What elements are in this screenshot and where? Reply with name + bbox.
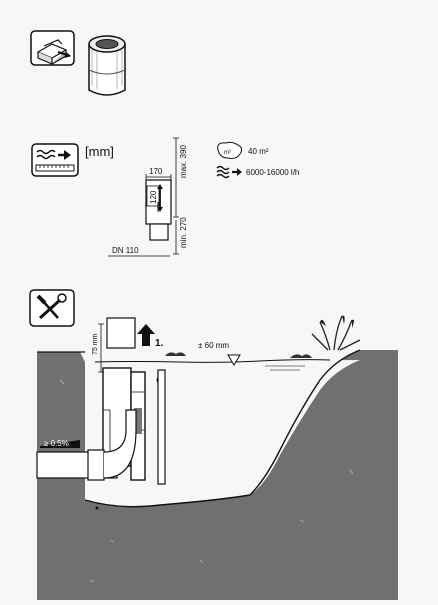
water-plant-illustration (165, 315, 361, 358)
depth-value: 75 mm (92, 333, 99, 355)
flow-rate-icon (216, 165, 242, 179)
water-level-symbol (227, 354, 241, 366)
pond-cross-section (37, 349, 398, 600)
dimensions-icon (31, 143, 79, 177)
skimmer-dimension-drawing (108, 137, 179, 257)
pond-area-value: 40 m² (248, 147, 269, 156)
flow-rate-value: 6000-16000 l/h (246, 168, 299, 177)
slope-value: ≥ 0.5% (44, 439, 69, 448)
level-tolerance-value: ± 60 mm (198, 341, 229, 350)
depth-dimension-marker (98, 323, 104, 373)
inlet-height-dimension: 120 (149, 190, 158, 204)
lid-box (106, 317, 136, 349)
box-pictogram (30, 30, 75, 66)
lift-up-arrow-icon (137, 324, 155, 346)
units-label: [mm] (85, 144, 114, 159)
water-surface-line (94, 359, 331, 371)
max-height-dimension: max. 390 (179, 145, 188, 178)
width-dimension: 170 (149, 167, 163, 176)
slope-indicator (40, 440, 80, 448)
pond-area-icon: m² (217, 141, 243, 159)
tools-icon (29, 289, 75, 327)
area-icon-label: m² (224, 150, 231, 156)
skimmer-product-icon (88, 35, 126, 96)
pipe-size-label: DN 110 (112, 246, 139, 255)
outlet-pipe (36, 409, 137, 481)
step-number: 1. (155, 338, 164, 349)
min-height-dimension: min. 270 (179, 217, 188, 248)
